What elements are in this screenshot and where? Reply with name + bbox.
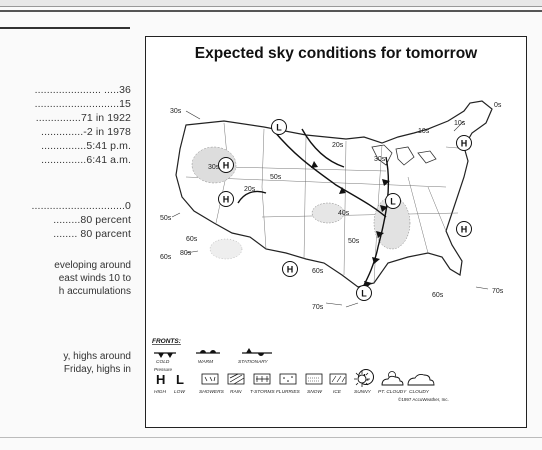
legend-snow: SNOW: [305, 373, 323, 395]
temperature-labels: 30s 10s 0s 10s 20s 50s 30s 30s 40s 50s 5…: [160, 102, 504, 311]
low-pressure-4: L: [356, 285, 372, 301]
weather-fronts: [237, 128, 390, 294]
temp-label-60s-sw: 60s: [160, 254, 172, 261]
stat-line-humidity-2: ........ 80 parcent: [53, 228, 131, 240]
forecast-line-2: east winds 10 to: [58, 273, 131, 284]
temp-label-glakes-10s: 10s: [418, 128, 430, 135]
temp-band-arrows: [171, 110, 489, 308]
legend-high-label: HIGH: [154, 389, 167, 395]
svg-text:H: H: [156, 372, 165, 387]
high-symbol-1: H: [223, 161, 230, 171]
legend-stationary-label: STATIONARY: [238, 359, 269, 365]
legend-cloudy-label: CLOUDY: [409, 389, 430, 395]
legend-low: L LOW: [174, 372, 185, 395]
map-legend: FRONTS: COLD WARM STATIONARY Pressure H …: [152, 338, 449, 402]
temp-label-nw-30s: 30s: [170, 108, 182, 115]
extended-line-2: Friday, highs in: [63, 364, 131, 375]
high-symbol-4: H: [461, 225, 468, 235]
low-symbol-3: L: [363, 373, 369, 383]
legend-flurries-label: FLURRIES: [276, 389, 301, 395]
legend-showers: SHOWERS: [199, 373, 225, 395]
temp-label-50s-north: 50s: [270, 174, 282, 181]
legend-partly-cloudy-label: PT. CLOUDY: [378, 389, 407, 395]
legend-rain: RAIN: [227, 373, 245, 395]
legend-ice: ICE: [329, 373, 347, 395]
top-rule: [0, 10, 542, 12]
temp-label-50s-west: 50s: [160, 215, 172, 222]
legend-rain-label: RAIN: [230, 389, 242, 395]
temp-label-40s: 40s: [338, 210, 350, 217]
stat-line-precip: ...............................0: [31, 200, 131, 212]
temp-label-60s-central: 60s: [312, 268, 324, 275]
svg-text:L: L: [176, 372, 184, 387]
stat-line-sunrise: ...............6:41 a.m.: [41, 154, 131, 166]
top-band: [0, 0, 542, 7]
stat-line-record-low: ..............-2 in 1978: [41, 126, 131, 138]
extended-line-1: y, highs around: [63, 351, 131, 362]
legend-partly-cloudy: PT. CLOUDY: [378, 371, 407, 395]
temp-label-ne-10s: 10s: [454, 120, 466, 127]
legend-fronts-title: FRONTS:: [152, 338, 181, 345]
legend-warm-label: WARM: [198, 359, 213, 365]
high-symbol-5: H: [287, 265, 294, 275]
legend-flurries: FLURRIES: [276, 373, 301, 395]
forecast-line-1: eveloping around: [54, 260, 131, 271]
forecast-line-3: h accumulations: [58, 286, 131, 297]
temp-label-20s: 20s: [332, 142, 344, 149]
legend-stationary-front: STATIONARY: [238, 348, 272, 365]
high-symbol-3: H: [461, 139, 468, 149]
stat-line-sunset: ...............5:41 p.m.: [41, 140, 131, 152]
temp-label-60s-west-2: 60s: [186, 236, 198, 243]
legend-cold-label: COLD: [156, 359, 170, 365]
temp-label-80s: 80s: [180, 250, 192, 257]
map-copyright: ©1997 AccuWeather, Inc.: [398, 396, 449, 402]
high-pressure-5: H: [282, 261, 298, 277]
legend-snow-label: SNOW: [307, 389, 322, 395]
legend-tstorms-label: T-STORMS: [250, 389, 275, 395]
weather-stats-column: ...................... .....36 .........…: [0, 0, 133, 450]
legend-low-label: LOW: [174, 389, 185, 395]
high-pressure-4: H: [456, 221, 472, 237]
high-pressure-3: H: [456, 135, 472, 151]
bottom-rule: [0, 437, 542, 438]
legend-ice-label: ICE: [333, 389, 342, 395]
temp-label-ne-0s: 0s: [494, 102, 502, 109]
stat-line-low: ............................15: [34, 98, 131, 110]
high-pressure-1: H: [218, 157, 234, 173]
legend-high: H HIGH: [154, 372, 167, 395]
legend-warm-front: WARM: [196, 350, 220, 365]
low-symbol-1: L: [276, 123, 282, 133]
legend-sunny: SUNNY: [354, 371, 372, 395]
weather-map-svg: L L L L H H H H H 30s 10s 0s 10s 20s 50s…: [152, 100, 504, 402]
state-lines: [185, 122, 471, 284]
high-pressure-2: H: [218, 191, 234, 207]
low-symbol-2: L: [390, 197, 396, 207]
legend-cloudy: CLOUDY: [407, 373, 435, 395]
legend-sunny-label: SUNNY: [354, 389, 372, 395]
temp-label-70s-se: 70s: [492, 288, 504, 295]
temp-label-70s-south: 70s: [312, 304, 324, 311]
legend-cold-front: COLD: [154, 352, 176, 365]
legend-pressure-label: Pressure: [154, 367, 173, 372]
map-title: Expected sky conditions for tomorrow: [194, 45, 478, 62]
legend-tstorms: T-STORMS: [250, 373, 275, 395]
stat-line-humidity-1: .........80 percent: [53, 214, 131, 226]
stat-line-high: ...................... .....36: [34, 84, 131, 96]
temp-label-30s-west-1: 30s: [208, 164, 220, 171]
temp-label-50s-south: 50s: [348, 238, 360, 245]
low-pressure-1: L: [271, 119, 287, 135]
high-symbol-2: H: [223, 195, 230, 205]
low-symbol-4: L: [361, 289, 367, 299]
pressure-centers: L L L L H H H H H: [218, 119, 472, 385]
weather-map-panel: Expected sky conditions for tomorrow: [145, 36, 527, 428]
temp-label-20s-west: 20s: [244, 186, 256, 193]
temp-label-30s-central: 30s: [374, 156, 386, 163]
legend-showers-label: SHOWERS: [199, 389, 225, 395]
stat-line-record-high: ...............71 in 1922: [35, 112, 131, 124]
low-pressure-2: L: [385, 193, 401, 209]
column-divider: [0, 27, 130, 29]
us-outline: [175, 100, 493, 288]
temp-label-60s-se: 60s: [432, 292, 444, 299]
